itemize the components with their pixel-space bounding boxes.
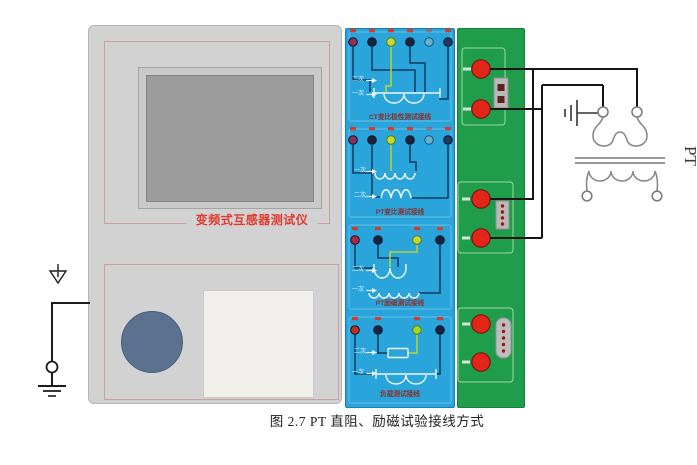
pt-core	[575, 157, 665, 164]
winding-label-s2-bottom: 二次	[354, 193, 367, 199]
ground-electrode-symbol	[38, 372, 66, 397]
lcd-screen	[146, 75, 314, 202]
pt-primary-winding	[592, 116, 648, 147]
pt-secondary-winding	[585, 170, 659, 192]
pt-secondary-terminal-left	[581, 190, 593, 202]
section-label-burden: 负载测试接线	[380, 391, 420, 398]
pt-primary-terminal-right	[631, 106, 643, 118]
pt-earth-symbol	[564, 100, 598, 126]
pt-transformer: PT	[564, 100, 697, 202]
ground-wire-terminal	[45, 360, 59, 374]
winding-label-s2-top: 一次	[354, 168, 367, 174]
winding-label-s3-bottom: 一次	[352, 287, 365, 293]
instrument-ground-wire	[51, 302, 90, 361]
winding-label-s3-top: 二次	[352, 267, 365, 273]
instrument-bottom-frame	[104, 264, 339, 400]
section-label-pt-ratio: PT变比测试接线	[375, 209, 425, 216]
section-label-pt-excitation: PT励磁测试接线	[375, 300, 425, 307]
winding-label-s1-top: 二次	[352, 77, 365, 83]
winding-label-s1-bottom: 一次	[352, 91, 365, 97]
section-label-ct-ratio: CT变比极性测试接线	[368, 114, 432, 121]
left-grounding	[38, 264, 90, 397]
pt-secondary-terminal-right	[651, 190, 663, 202]
pt-primary-terminal-left	[597, 106, 609, 118]
hv-terminal-panel	[457, 28, 525, 408]
winding-label-s4-top: 二次	[354, 349, 367, 355]
earth-triangle-symbol	[48, 264, 68, 285]
winding-label-s4-bottom: 一次	[352, 370, 365, 376]
printer-slot	[203, 290, 314, 398]
figure-caption: 图 2.7 PT 直阻、励磁试验接线方式	[269, 414, 485, 429]
power-knob	[121, 311, 183, 373]
instrument-title: 变频式互感器测试仪	[186, 213, 318, 228]
pt-label: PT	[681, 146, 697, 166]
